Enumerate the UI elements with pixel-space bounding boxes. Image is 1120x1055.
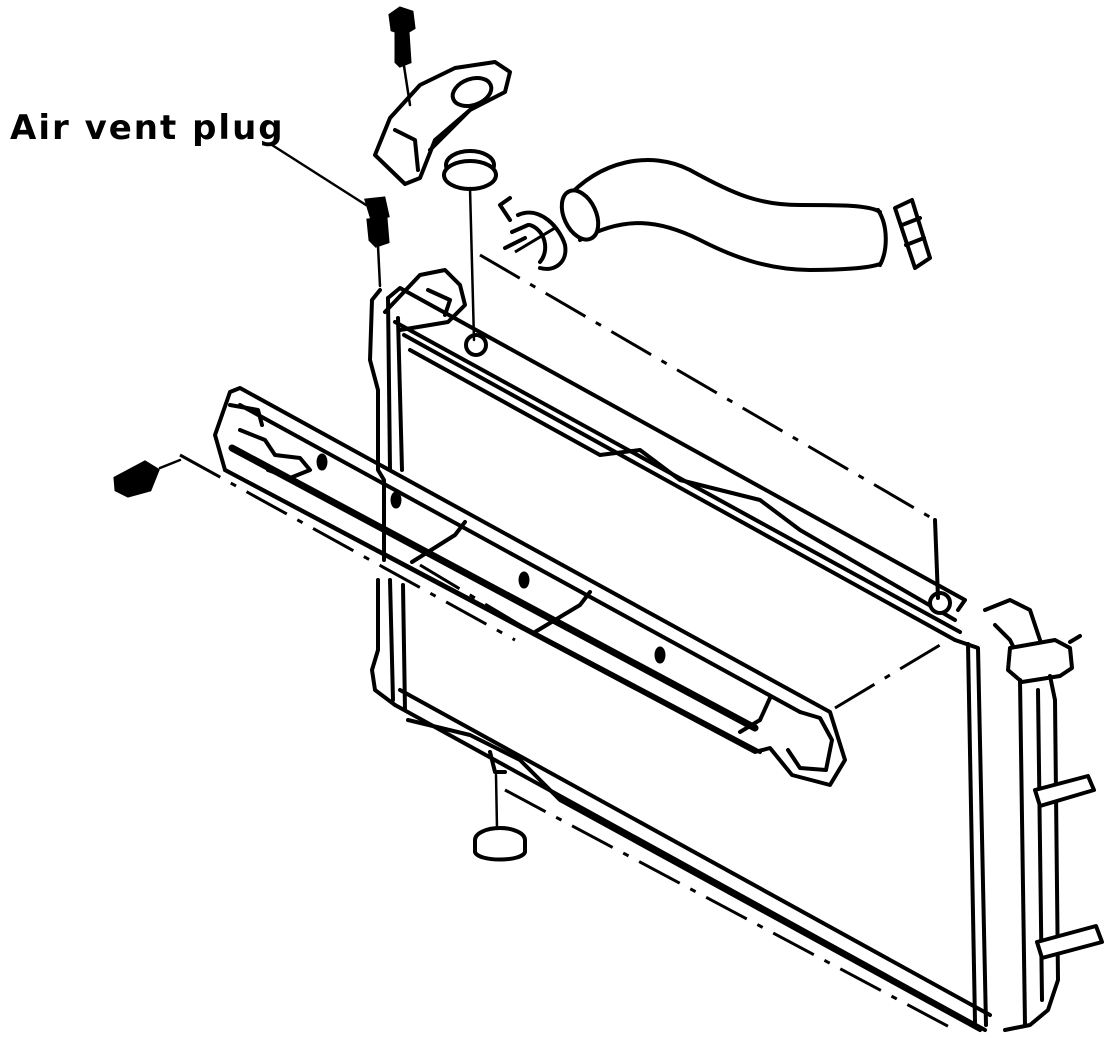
radiator-core (368, 268, 992, 1032)
alignment-lines (179, 220, 956, 1032)
bracket-hole (450, 75, 494, 109)
air-guide-panel (213, 386, 847, 787)
bracket-bolt (388, 6, 416, 107)
tank-pipe-lower (1035, 924, 1104, 960)
rubber-grommet-lower (473, 773, 527, 862)
panel-slot-1 (316, 453, 328, 471)
hose-end-left (559, 188, 601, 242)
radiator-cap (1006, 638, 1074, 684)
label-air-vent-plug: Air vent plug (10, 108, 285, 148)
rubber-grommet-upper (442, 149, 498, 342)
callout-leader-air-vent-plug (270, 143, 368, 207)
upper-radiator-hose (559, 158, 888, 272)
panel-slot-3 (518, 571, 530, 589)
panel-slot-4 (654, 646, 666, 664)
upper-mounting-bracket (373, 60, 512, 186)
radiator-side-tank (983, 598, 1104, 1032)
panel-screw (113, 458, 182, 498)
hose-clamp-right (893, 198, 932, 270)
mount-hole-right (928, 591, 952, 615)
mount-hole-left (464, 333, 488, 357)
tank-pipe-upper (1033, 774, 1096, 808)
air-vent-plug (364, 196, 390, 288)
panel-slot-2 (390, 491, 402, 509)
hose-clamp-left (498, 196, 568, 271)
